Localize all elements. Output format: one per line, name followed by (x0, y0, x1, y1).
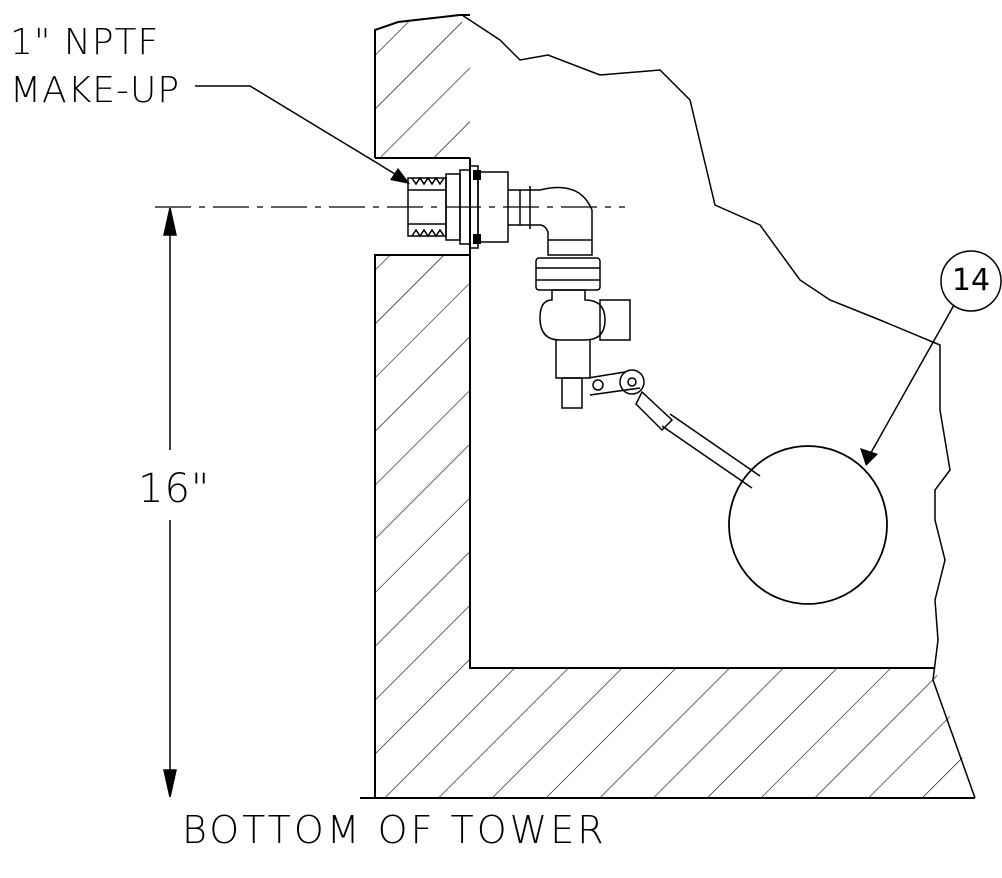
lower-wall-section (360, 254, 975, 799)
valve-body (539, 289, 645, 409)
makeup-leader (195, 85, 406, 181)
bulkhead-fitting (407, 165, 509, 249)
pipe-elbow (508, 186, 593, 256)
callout-arrowhead (860, 448, 878, 466)
makeup-arrowhead (390, 168, 410, 184)
float-ball (728, 445, 888, 605)
hex-nut (535, 257, 601, 291)
callout-bubble (940, 250, 1002, 312)
tank-break-outline (461, 14, 976, 799)
dimension-label: 16" (138, 466, 211, 512)
callout-leader (867, 304, 955, 459)
bottom-of-tower-label: BOTTOM OF TOWER (182, 808, 607, 852)
gasket-top (473, 170, 481, 180)
upper-wall-section (374, 14, 470, 159)
makeup-size-label: 1" NPTF (10, 22, 160, 63)
float-arm (635, 390, 761, 489)
makeup-label: MAKE-UP (10, 70, 181, 111)
callout-number: 14 (951, 263, 991, 298)
gasket-bottom (473, 234, 481, 244)
dimension-16 (163, 207, 177, 798)
